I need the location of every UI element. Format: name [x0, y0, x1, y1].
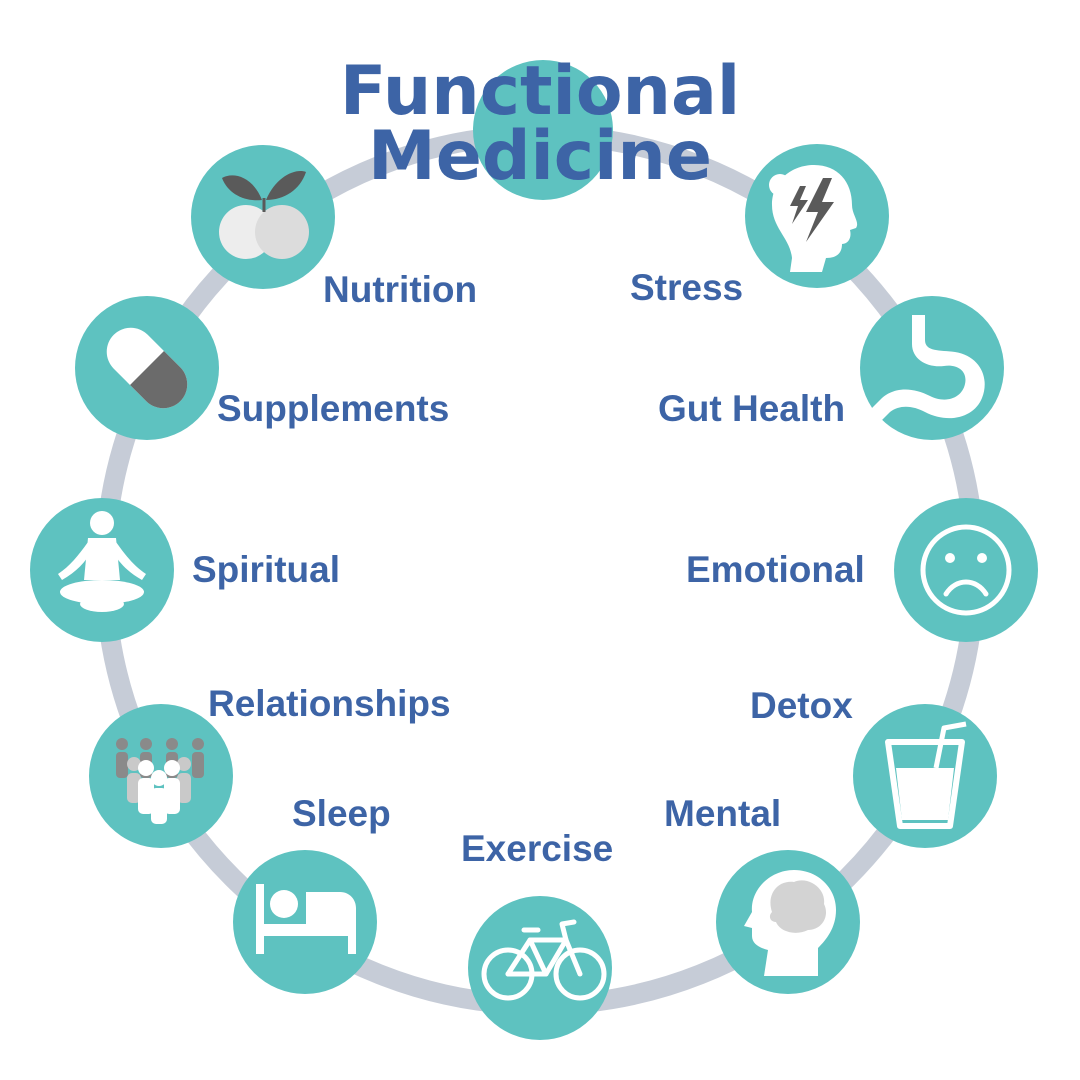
glass-straw-icon: [885, 721, 967, 829]
sad-face-icon: [920, 524, 1012, 616]
node-detox: [853, 704, 997, 848]
node-nutrition: [191, 145, 335, 289]
label-emotional: Emotional: [686, 549, 865, 590]
node-spiritual: [30, 498, 174, 642]
bicycle-icon: [481, 919, 607, 1001]
label-mental: Mental: [664, 793, 782, 834]
fruit-icon: [219, 171, 309, 259]
crowd-icon: [116, 738, 204, 824]
stomach-icon: [870, 315, 985, 420]
label-detox: Detox: [750, 685, 853, 726]
title-line-2: Medicine: [368, 117, 712, 196]
brain-head-icon: [744, 870, 836, 976]
meditation-icon: [58, 511, 146, 612]
title-line-1: Functional: [339, 52, 741, 131]
label-gut-health: Gut Health: [658, 388, 846, 429]
head-lightning-icon: [769, 165, 858, 272]
node-supplements: [75, 296, 219, 440]
node-sleep: [233, 850, 377, 994]
node-stress: [745, 144, 889, 288]
node-mental: [716, 850, 860, 994]
label-exercise: Exercise: [461, 828, 614, 869]
node-exercise: [468, 896, 612, 1040]
capsule-icon: [106, 327, 188, 409]
label-supplements: Supplements: [217, 388, 450, 429]
label-stress: Stress: [630, 267, 744, 308]
node-relationships: [89, 704, 233, 848]
node-emotional: [894, 498, 1038, 642]
bed-icon: [256, 884, 356, 954]
label-sleep: Sleep: [292, 793, 391, 834]
label-spiritual: Spiritual: [192, 549, 341, 590]
node-gut-health: [860, 296, 1004, 440]
top-node: [473, 60, 613, 200]
label-relationships: Relationships: [208, 683, 451, 724]
label-nutrition: Nutrition: [323, 269, 478, 310]
